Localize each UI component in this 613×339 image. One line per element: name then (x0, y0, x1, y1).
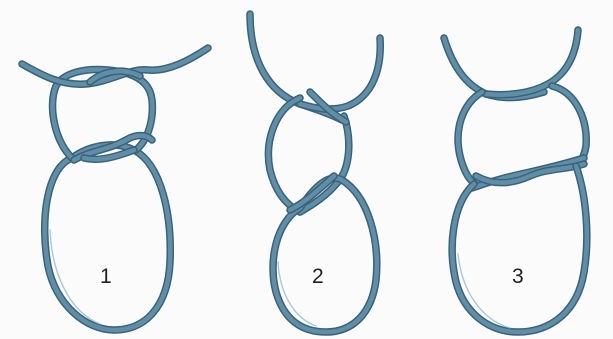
stage-1-label: 1 (100, 266, 112, 287)
stage-3-label: 3 (512, 266, 524, 287)
stage-2-label: 2 (312, 266, 324, 287)
